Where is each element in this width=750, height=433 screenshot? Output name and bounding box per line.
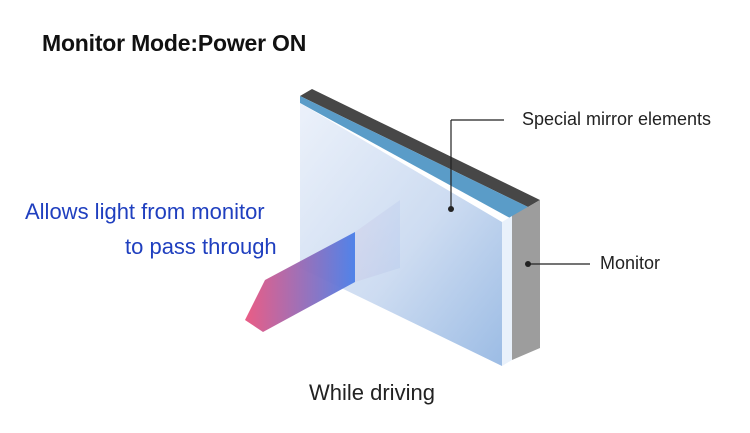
mirror-leader-dot [448,206,454,212]
monitor-side-face [512,200,540,360]
mirror-top-face [300,89,540,207]
light-callout-line2: to pass through [125,234,277,259]
caption: While driving [309,380,435,405]
monitor-label: Monitor [600,253,661,273]
title-mode: Monitor Mode [42,30,191,56]
title-separator: : [190,30,198,56]
light-beam-near [245,232,355,332]
light-callout-line1: Allows light from monitor [25,199,265,224]
mirror-edge-strip [300,96,528,218]
page-title: Monitor Mode:Power ON [42,30,306,57]
monitor-leader-dot [525,261,531,267]
title-state: Power ON [197,30,307,56]
mirror-front-face [300,103,502,366]
mirror-elements-label: Special mirror elements [522,109,712,129]
monitor-side-highlight [502,216,512,366]
